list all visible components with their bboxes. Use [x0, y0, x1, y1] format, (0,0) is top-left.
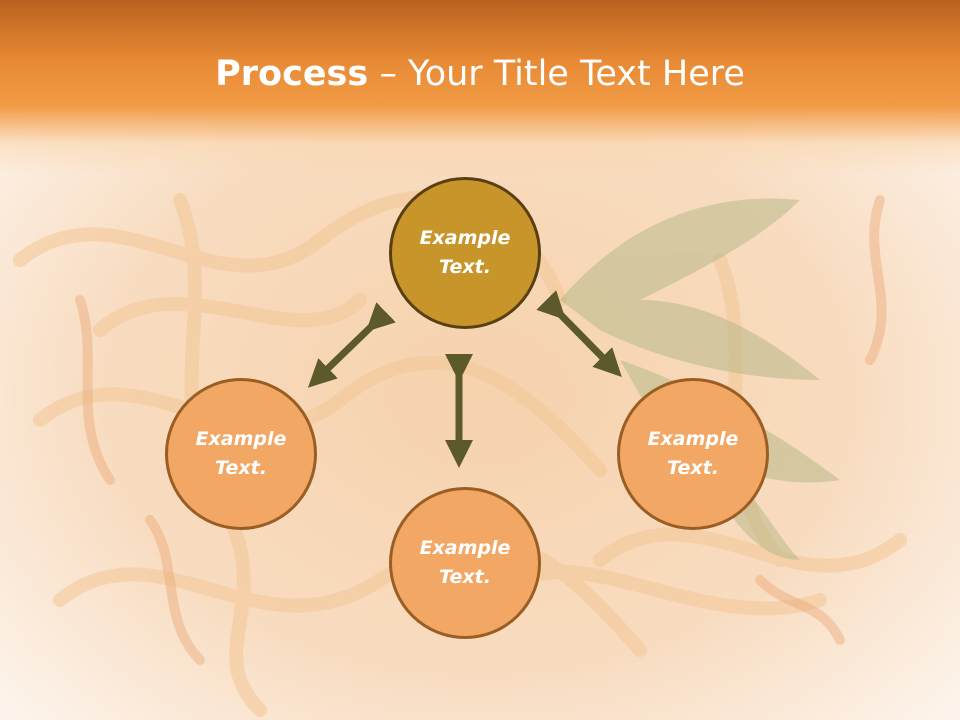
node-right-label: Example Text. [647, 428, 739, 479]
slide-title: Process – Your Title Text Here [0, 52, 960, 96]
arrow-top-left [307, 302, 396, 388]
node-right: Example Text. [617, 378, 769, 530]
title-bold: Process [215, 54, 369, 94]
title-bar [0, 0, 960, 175]
node-top-label: Example Text. [419, 227, 511, 278]
node-left: Example Text. [165, 378, 317, 530]
node-bottom-label: Example Text. [419, 537, 511, 588]
title-rest: Your Title Text Here [407, 54, 745, 94]
arrow-top-right [536, 290, 622, 377]
node-bottom: Example Text. [389, 487, 541, 639]
node-top: Example Text. [389, 177, 541, 329]
title-separator: – [368, 54, 408, 94]
node-left-label: Example Text. [195, 428, 287, 479]
